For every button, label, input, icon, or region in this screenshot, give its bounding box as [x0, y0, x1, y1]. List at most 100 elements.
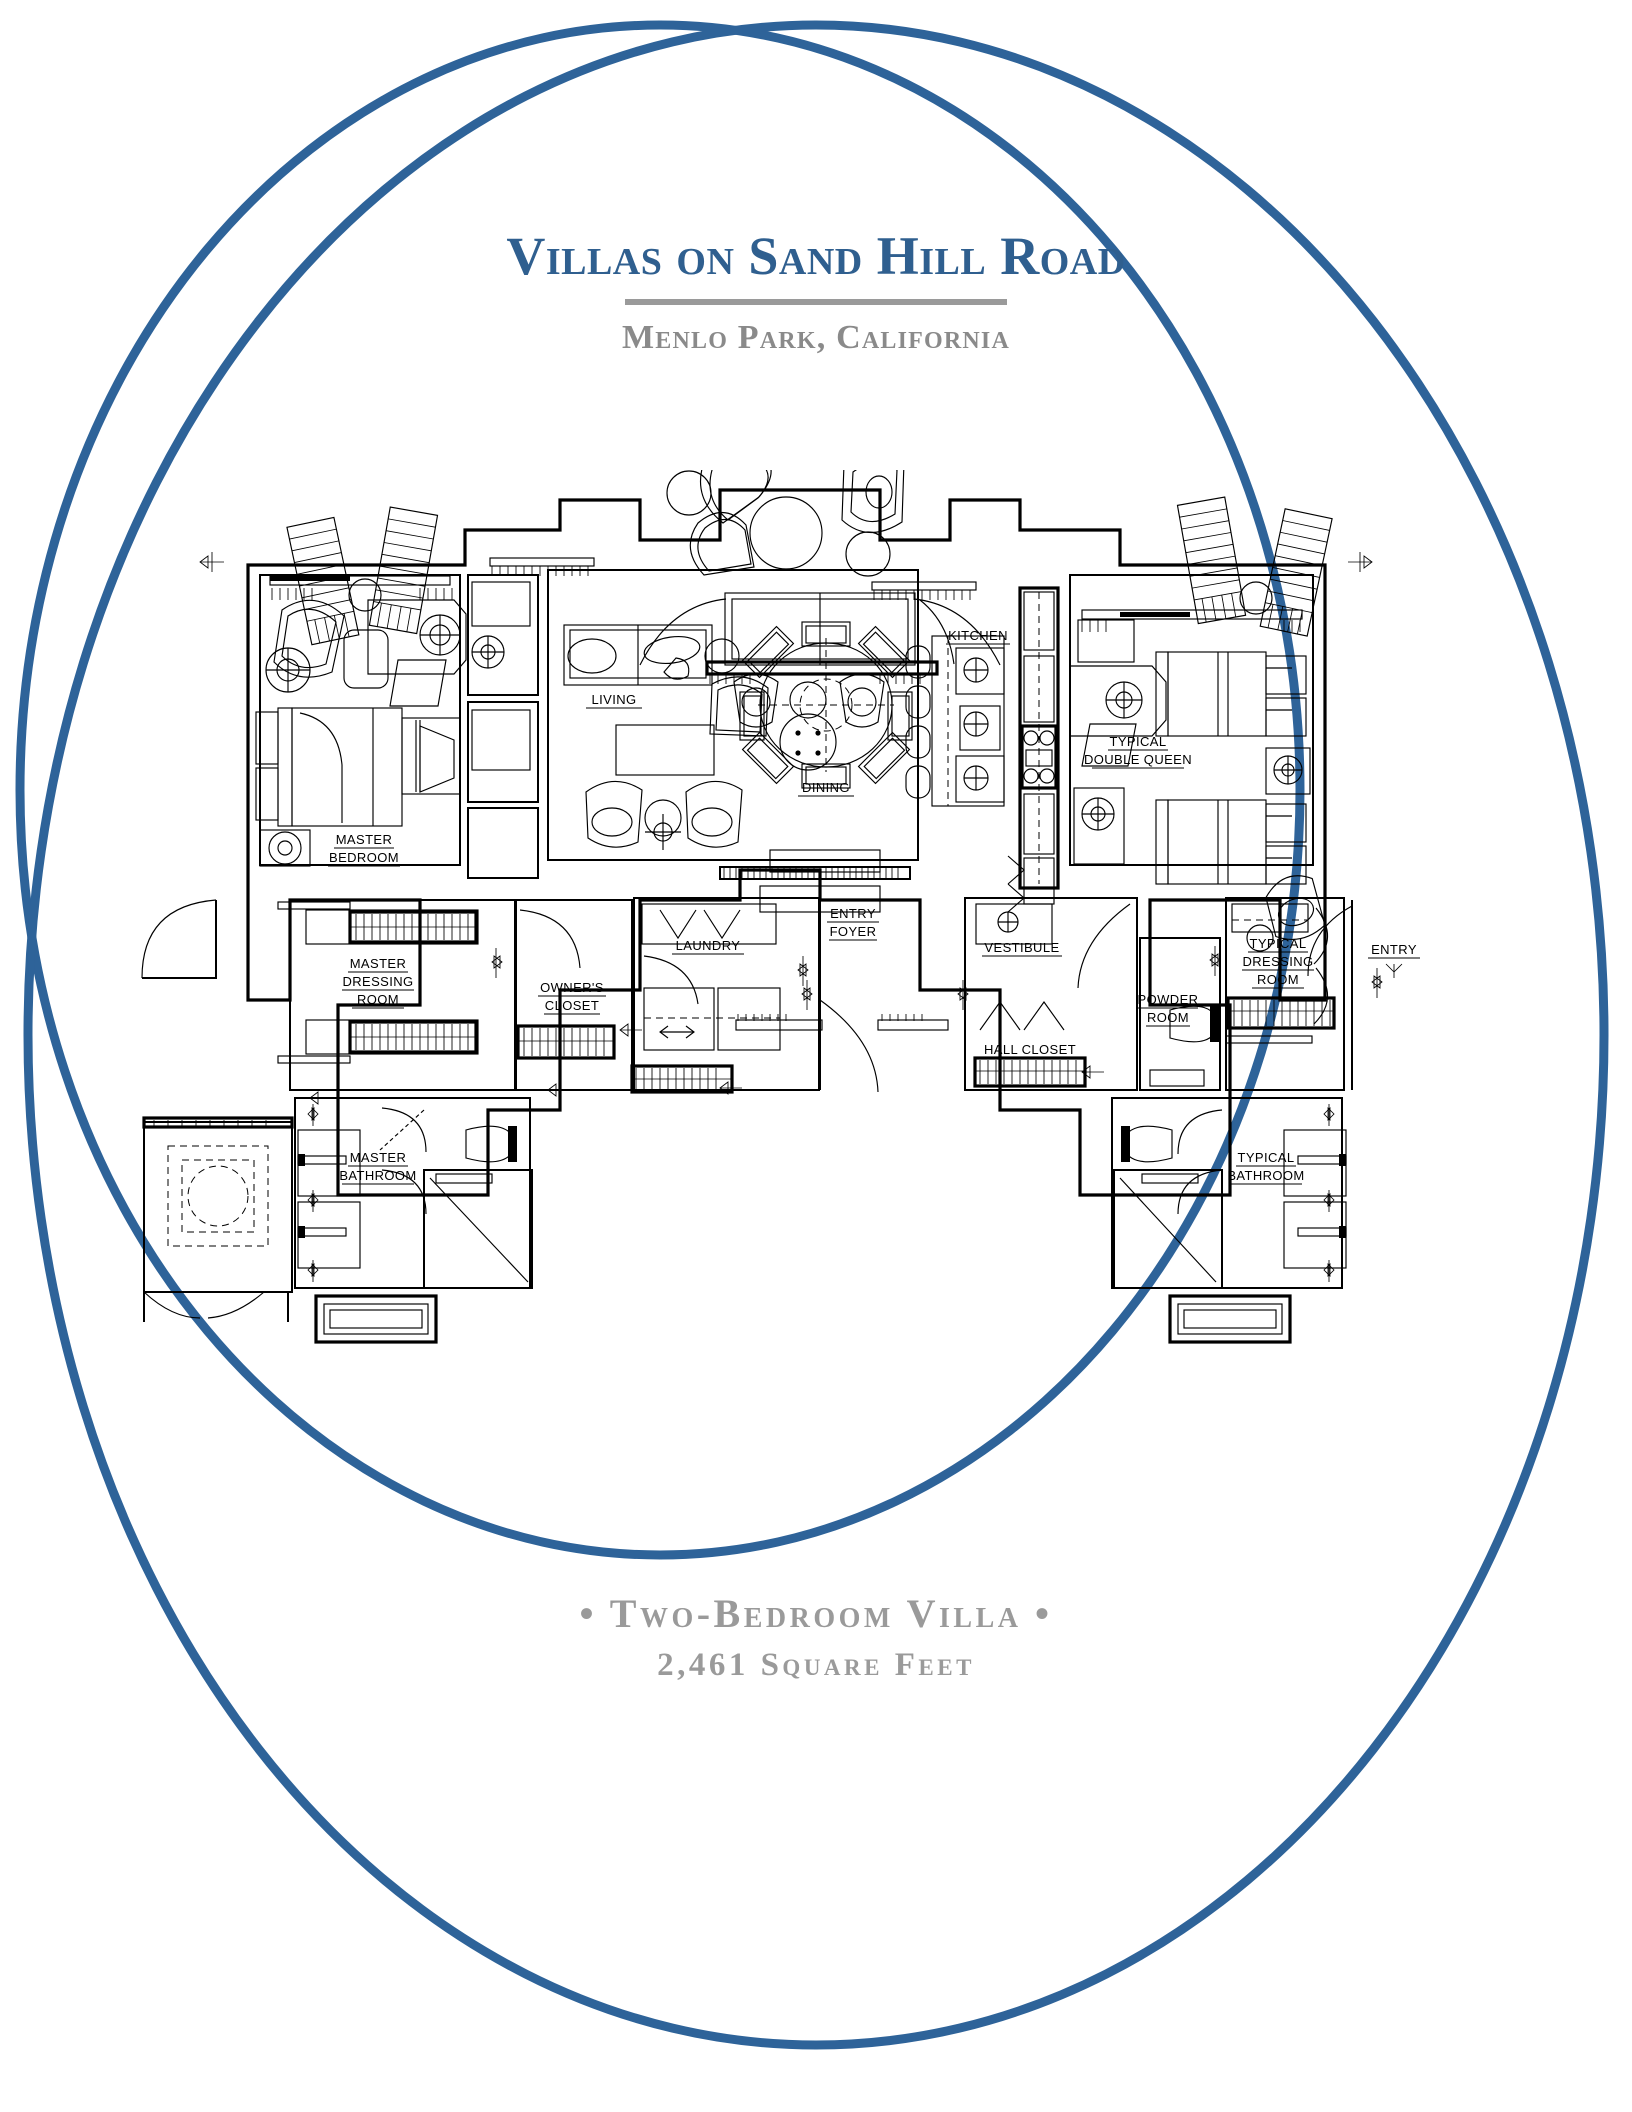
master-bathroom-zone: MASTER BATHROOM — [294, 1097, 533, 1344]
terrace-drum-table — [779, 713, 837, 771]
master-shower — [423, 1169, 533, 1289]
kitchen-zone: KITCHEN — [871, 581, 1060, 913]
living-rug — [615, 724, 715, 776]
label-entry-foyer-2: FOYER — [830, 924, 877, 939]
master-bedroom-lamp-2 — [259, 829, 311, 867]
master-bedroom-zone: MASTER BEDROOM — [255, 574, 467, 867]
master-dressing-zone: MASTER DRESSING ROOM — [277, 899, 516, 1091]
label-powder-room-2: ROOM — [1147, 1010, 1189, 1025]
patio-chaise-left-group — [286, 506, 439, 646]
powder-room-zone: POWDER ROOM — [1138, 937, 1221, 1091]
master-bedroom-desk — [367, 599, 467, 707]
kitchen-counter-run — [1007, 586, 1060, 913]
typical-toilet — [1121, 1125, 1173, 1163]
master-closet-upper — [277, 901, 479, 945]
terrace-lounge-chair-a — [699, 470, 772, 524]
master-closet-lower — [277, 1019, 479, 1064]
queen-nightstand-lamp — [1265, 747, 1311, 795]
building-outline — [246, 488, 1327, 1197]
master-bedroom-armchair — [273, 599, 389, 689]
floor-plan-drawing: MASTER BEDROOM — [120, 470, 1520, 1560]
entry-foyer-zone: ENTRY FOYER — [735, 900, 969, 1093]
living-club-chairs — [585, 780, 743, 850]
footer: • Two-Bedroom Villa • 2,461 Square Feet — [0, 1590, 1632, 1684]
living-sofa — [563, 624, 713, 686]
queen-desk — [1069, 619, 1167, 767]
label-typical-bathroom-2: BATHROOM — [1227, 1168, 1304, 1183]
master-bedroom-bench — [401, 717, 461, 795]
living-side-table — [704, 638, 740, 674]
queen-corner-chair — [1246, 875, 1326, 952]
terrace-lounge-chair-c — [841, 470, 905, 534]
label-typical-dressing-3: ROOM — [1257, 972, 1299, 987]
page-title: Villas on Sand Hill Road — [506, 226, 1126, 286]
dimension-marker — [491, 948, 503, 978]
label-master-bathroom-2: BATHROOM — [339, 1168, 416, 1183]
terrace-chair-pair — [733, 673, 885, 728]
terrace-table-center — [749, 496, 823, 570]
label-master-bedroom-1: MASTER — [336, 832, 393, 847]
terrace-sofa — [724, 592, 916, 666]
square-feet-label: 2,461 Square Feet — [657, 1647, 975, 1683]
kitchen-island — [905, 635, 1005, 807]
typical-shower — [1113, 1169, 1223, 1289]
label-double-queen-2: DOUBLE QUEEN — [1084, 752, 1192, 767]
typical-dressing-zone: TYPICAL DRESSING ROOM — [1209, 897, 1345, 1091]
label-vestibule: VESTIBULE — [984, 940, 1059, 955]
header: Villas on Sand Hill Road Menlo Park, Cal… — [0, 228, 1632, 357]
dining-table — [739, 621, 913, 789]
terrace-side-table-a — [666, 470, 712, 516]
master-tub — [314, 1294, 438, 1344]
queen-bed-1 — [1155, 651, 1307, 737]
label-typical-dressing-2: DRESSING — [1242, 954, 1313, 969]
label-owners-closet-1: OWNER'S — [540, 980, 604, 995]
label-dining: DINING — [802, 780, 850, 795]
label-entry-right: ENTRY — [1371, 942, 1417, 957]
garden-court-zone — [141, 899, 294, 1322]
villa-type-label: • Two-Bedroom Villa • — [579, 1591, 1053, 1636]
label-kitchen: KITCHEN — [948, 628, 1008, 643]
label-hall-closet: HALL CLOSET — [984, 1042, 1076, 1057]
page-subtitle: Menlo Park, California — [621, 318, 1010, 356]
powder-toilet — [1169, 1005, 1219, 1043]
great-room-console — [769, 849, 881, 873]
left-hall-zone — [467, 574, 539, 879]
great-room-zone: LIVING DINING — [489, 557, 919, 913]
typical-closet-rods — [1225, 996, 1336, 1044]
label-typical-dressing-1: TYPICAL — [1250, 936, 1307, 951]
queen-bed-2 — [1155, 799, 1307, 885]
entry-right-zone: ENTRY — [1307, 900, 1420, 1090]
kitchen-range — [1020, 724, 1058, 790]
laundry-zone: LAUNDRY — [630, 897, 820, 1094]
label-entry-foyer-1: ENTRY — [830, 906, 876, 921]
label-living: LIVING — [591, 692, 636, 707]
patio-side-table-left — [348, 578, 382, 612]
label-owners-closet-2: CLOSET — [545, 998, 599, 1013]
title-divider — [625, 298, 1007, 305]
vestibule-zone: VESTIBULE HALL CLOSET — [964, 897, 1138, 1091]
terrace-side-table-b — [845, 531, 891, 577]
label-laundry: LAUNDRY — [676, 938, 741, 953]
label-master-dressing-1: MASTER — [350, 956, 407, 971]
label-master-dressing-2: DRESSING — [342, 974, 413, 989]
master-bed — [255, 707, 403, 827]
label-master-bathroom-1: MASTER — [350, 1150, 407, 1165]
living-accent-chair — [709, 676, 769, 737]
queen-bench — [1073, 787, 1125, 865]
label-master-bedroom-2: BEDROOM — [329, 850, 399, 865]
double-queen-zone: TYPICAL DOUBLE QUEEN — [1069, 574, 1326, 952]
master-toilet — [465, 1125, 517, 1163]
master-bedroom-lamp — [265, 647, 311, 693]
master-vanity — [297, 1129, 361, 1269]
patio-side-table-right — [1239, 581, 1273, 615]
dining-chairs — [739, 621, 913, 789]
plan-reference-marks — [199, 552, 1373, 1105]
label-powder-room-1: POWDER — [1138, 992, 1199, 1007]
label-master-dressing-3: ROOM — [357, 992, 399, 1007]
typical-vanity — [1283, 1129, 1347, 1269]
typical-bathroom-zone: TYPICAL BATHROOM — [1111, 1097, 1347, 1344]
label-double-queen-1: TYPICAL — [1110, 734, 1167, 749]
owners-closet-rods — [516, 1024, 616, 1060]
label-typical-bathroom-1: TYPICAL — [1238, 1150, 1295, 1165]
